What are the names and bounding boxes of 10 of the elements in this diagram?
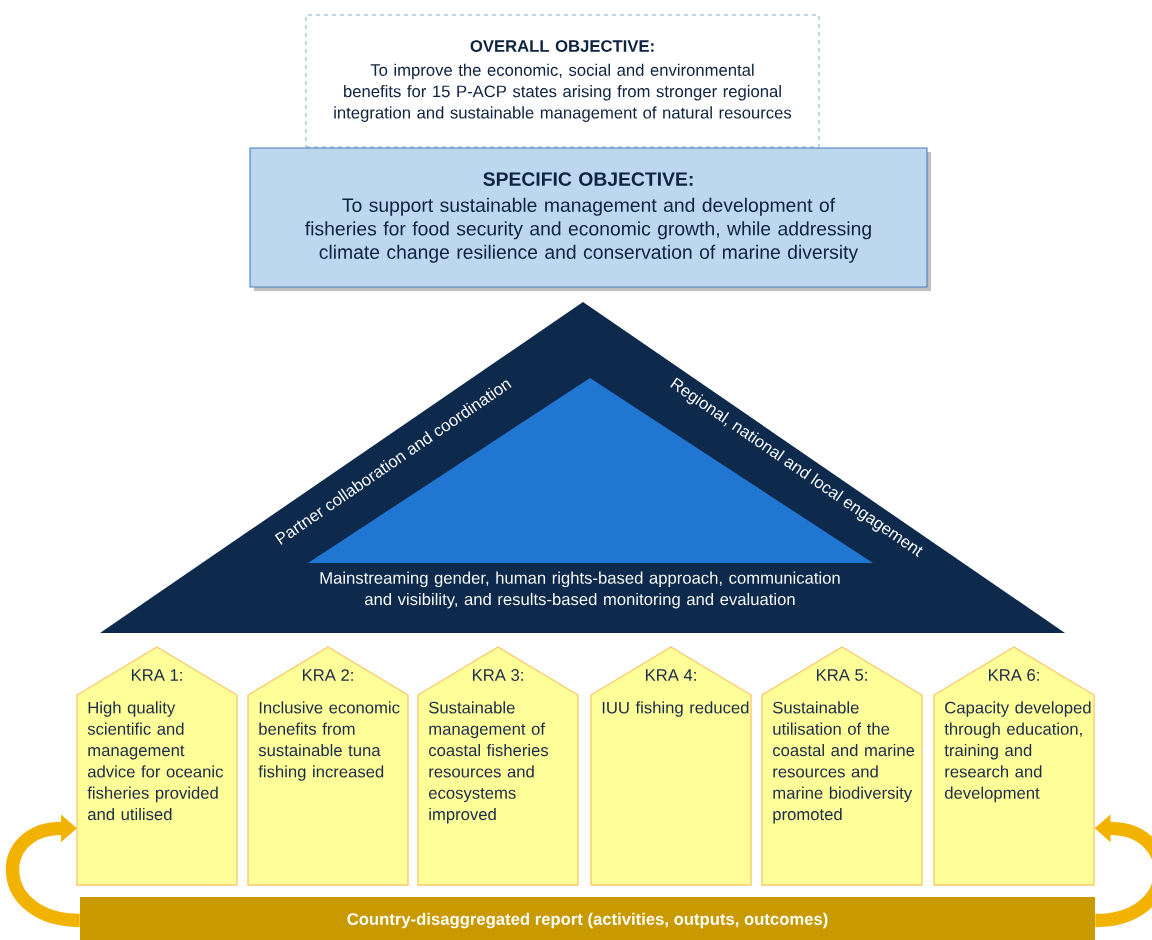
- arrow-box: KRA 3: Sustainable management of coastal fisheries resources and ecosystems improved: [417, 646, 579, 886]
- arrow-box: KRA 5: Sustainable utilisation of the coastal and marine resources and marine biodiversity promoted: [761, 646, 923, 886]
- arrow-box: KRA 6: Capacity developed through education, training and research and development: [933, 646, 1095, 886]
- arrow-box: KRA 2: Inclusive economic benefits from sustainable tuna fishing increased: [247, 646, 409, 886]
- curved-arrow: [6, 814, 81, 928]
- arrow-box: KRA 1: High quality scientific and management advice for oceanic fisheries provided and utilised: [76, 646, 238, 886]
- objective-box: OVERALL OBJECTIVE: To improve the economic, social and environmental benefits for 15 P-ACP states arising from stronger regional integration and sustainable management of natural resources: [305, 14, 820, 148]
- report-bar: Country-disaggregated report (activities, outputs, outcomes): [80, 897, 1095, 940]
- arrow-box: KRA 4: IUU fishing reduced: [590, 646, 752, 886]
- objective-box: SPECIFIC OBJECTIVE: To support sustainable management and development of fisheries for food security and economic growth, while addressing climate change resilience and conservation of marine diversity: [249, 147, 931, 291]
